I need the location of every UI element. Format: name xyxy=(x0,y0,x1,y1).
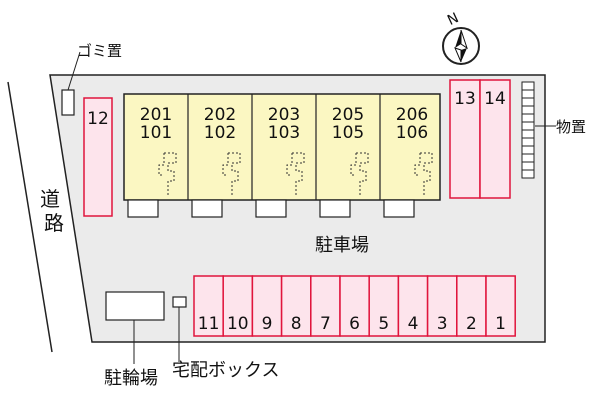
parking-space-13 xyxy=(449,79,481,199)
parking-space xyxy=(485,275,516,337)
parking-space-number: 2 xyxy=(466,314,477,334)
parking-space xyxy=(310,275,341,337)
storage-unit xyxy=(521,129,535,139)
building-outline xyxy=(123,93,441,201)
unit-porch xyxy=(319,199,351,218)
unit-number-upper: 202 xyxy=(204,105,236,125)
delivery-box-label: 宅配ボックス xyxy=(172,360,279,381)
unit-number-lower: 103 xyxy=(268,123,300,143)
parking-space-number: 10 xyxy=(227,314,249,334)
garbage-label: ゴミ置 xyxy=(77,42,122,60)
storage-unit xyxy=(521,153,535,163)
storage-unit xyxy=(521,81,535,91)
parking-space-13-label: 13 xyxy=(454,89,476,109)
parking-space-number: 3 xyxy=(437,314,448,334)
road-label-1: 道 xyxy=(40,187,60,211)
parking-space-14 xyxy=(479,79,511,199)
compass-north-letter: N xyxy=(445,10,461,29)
unit-porch xyxy=(383,199,415,218)
parking-space-number: 5 xyxy=(378,314,389,334)
unit-number-lower: 106 xyxy=(396,123,428,143)
delivery-box xyxy=(172,296,187,308)
stair-icon xyxy=(350,152,369,195)
parking-space-14-label: 14 xyxy=(484,89,506,109)
parking-space-number: 1 xyxy=(495,314,506,334)
stair-icon xyxy=(286,152,305,195)
parking-space-12 xyxy=(83,97,113,217)
unit-number-lower: 105 xyxy=(332,123,364,143)
parking-lot-label: 駐車場 xyxy=(315,235,369,256)
storage-unit xyxy=(521,97,535,107)
storage-unit xyxy=(521,121,535,131)
storage-shed xyxy=(521,81,535,179)
parking-space xyxy=(251,275,283,337)
unit-number-upper: 206 xyxy=(396,105,428,125)
road-label-2: 路 xyxy=(44,211,64,235)
parking-space xyxy=(456,275,487,337)
north-arrow-icon xyxy=(442,27,480,65)
storage-unit xyxy=(521,137,535,147)
unit-porch xyxy=(191,199,223,218)
parking-space-number: 8 xyxy=(291,314,302,334)
unit-porch xyxy=(255,199,287,218)
parking-space-number: 4 xyxy=(408,314,419,334)
parking-space xyxy=(222,275,254,337)
parking-space-number: 9 xyxy=(262,314,273,334)
unit-number-lower: 101 xyxy=(140,123,172,143)
parking-space xyxy=(339,275,370,337)
road-edge-line xyxy=(7,81,53,353)
garbage-area xyxy=(61,89,75,116)
storage-unit xyxy=(521,113,535,123)
parking-spaces-13-14: 13 14 xyxy=(449,79,511,199)
storage-unit xyxy=(521,105,535,115)
storage-unit xyxy=(521,145,535,155)
unit-number-lower: 102 xyxy=(204,123,236,143)
unit-number-upper: 203 xyxy=(268,105,300,125)
bicycle-parking xyxy=(105,291,165,321)
parking-space-number: 11 xyxy=(198,314,220,334)
garbage-leader-line xyxy=(67,51,81,91)
bicycle-parking-label: 駐輪場 xyxy=(104,368,158,389)
stair-icon xyxy=(158,152,177,195)
storage-label: 物置 xyxy=(556,118,586,136)
parking-space xyxy=(426,275,458,337)
stair-icon xyxy=(222,152,241,195)
stair-icon xyxy=(414,152,433,195)
unit-porch xyxy=(127,199,159,218)
parking-space-12-label: 12 xyxy=(87,109,109,129)
storage-unit xyxy=(521,169,535,179)
parking-space-number: 7 xyxy=(320,314,331,334)
unit-number-upper: 205 xyxy=(332,105,364,125)
storage-unit xyxy=(521,161,535,171)
parking-space-number: 6 xyxy=(349,314,360,334)
parking-space xyxy=(193,275,224,337)
storage-unit xyxy=(521,89,535,99)
parking-space xyxy=(397,275,429,337)
unit-number-upper: 201 xyxy=(140,105,172,125)
